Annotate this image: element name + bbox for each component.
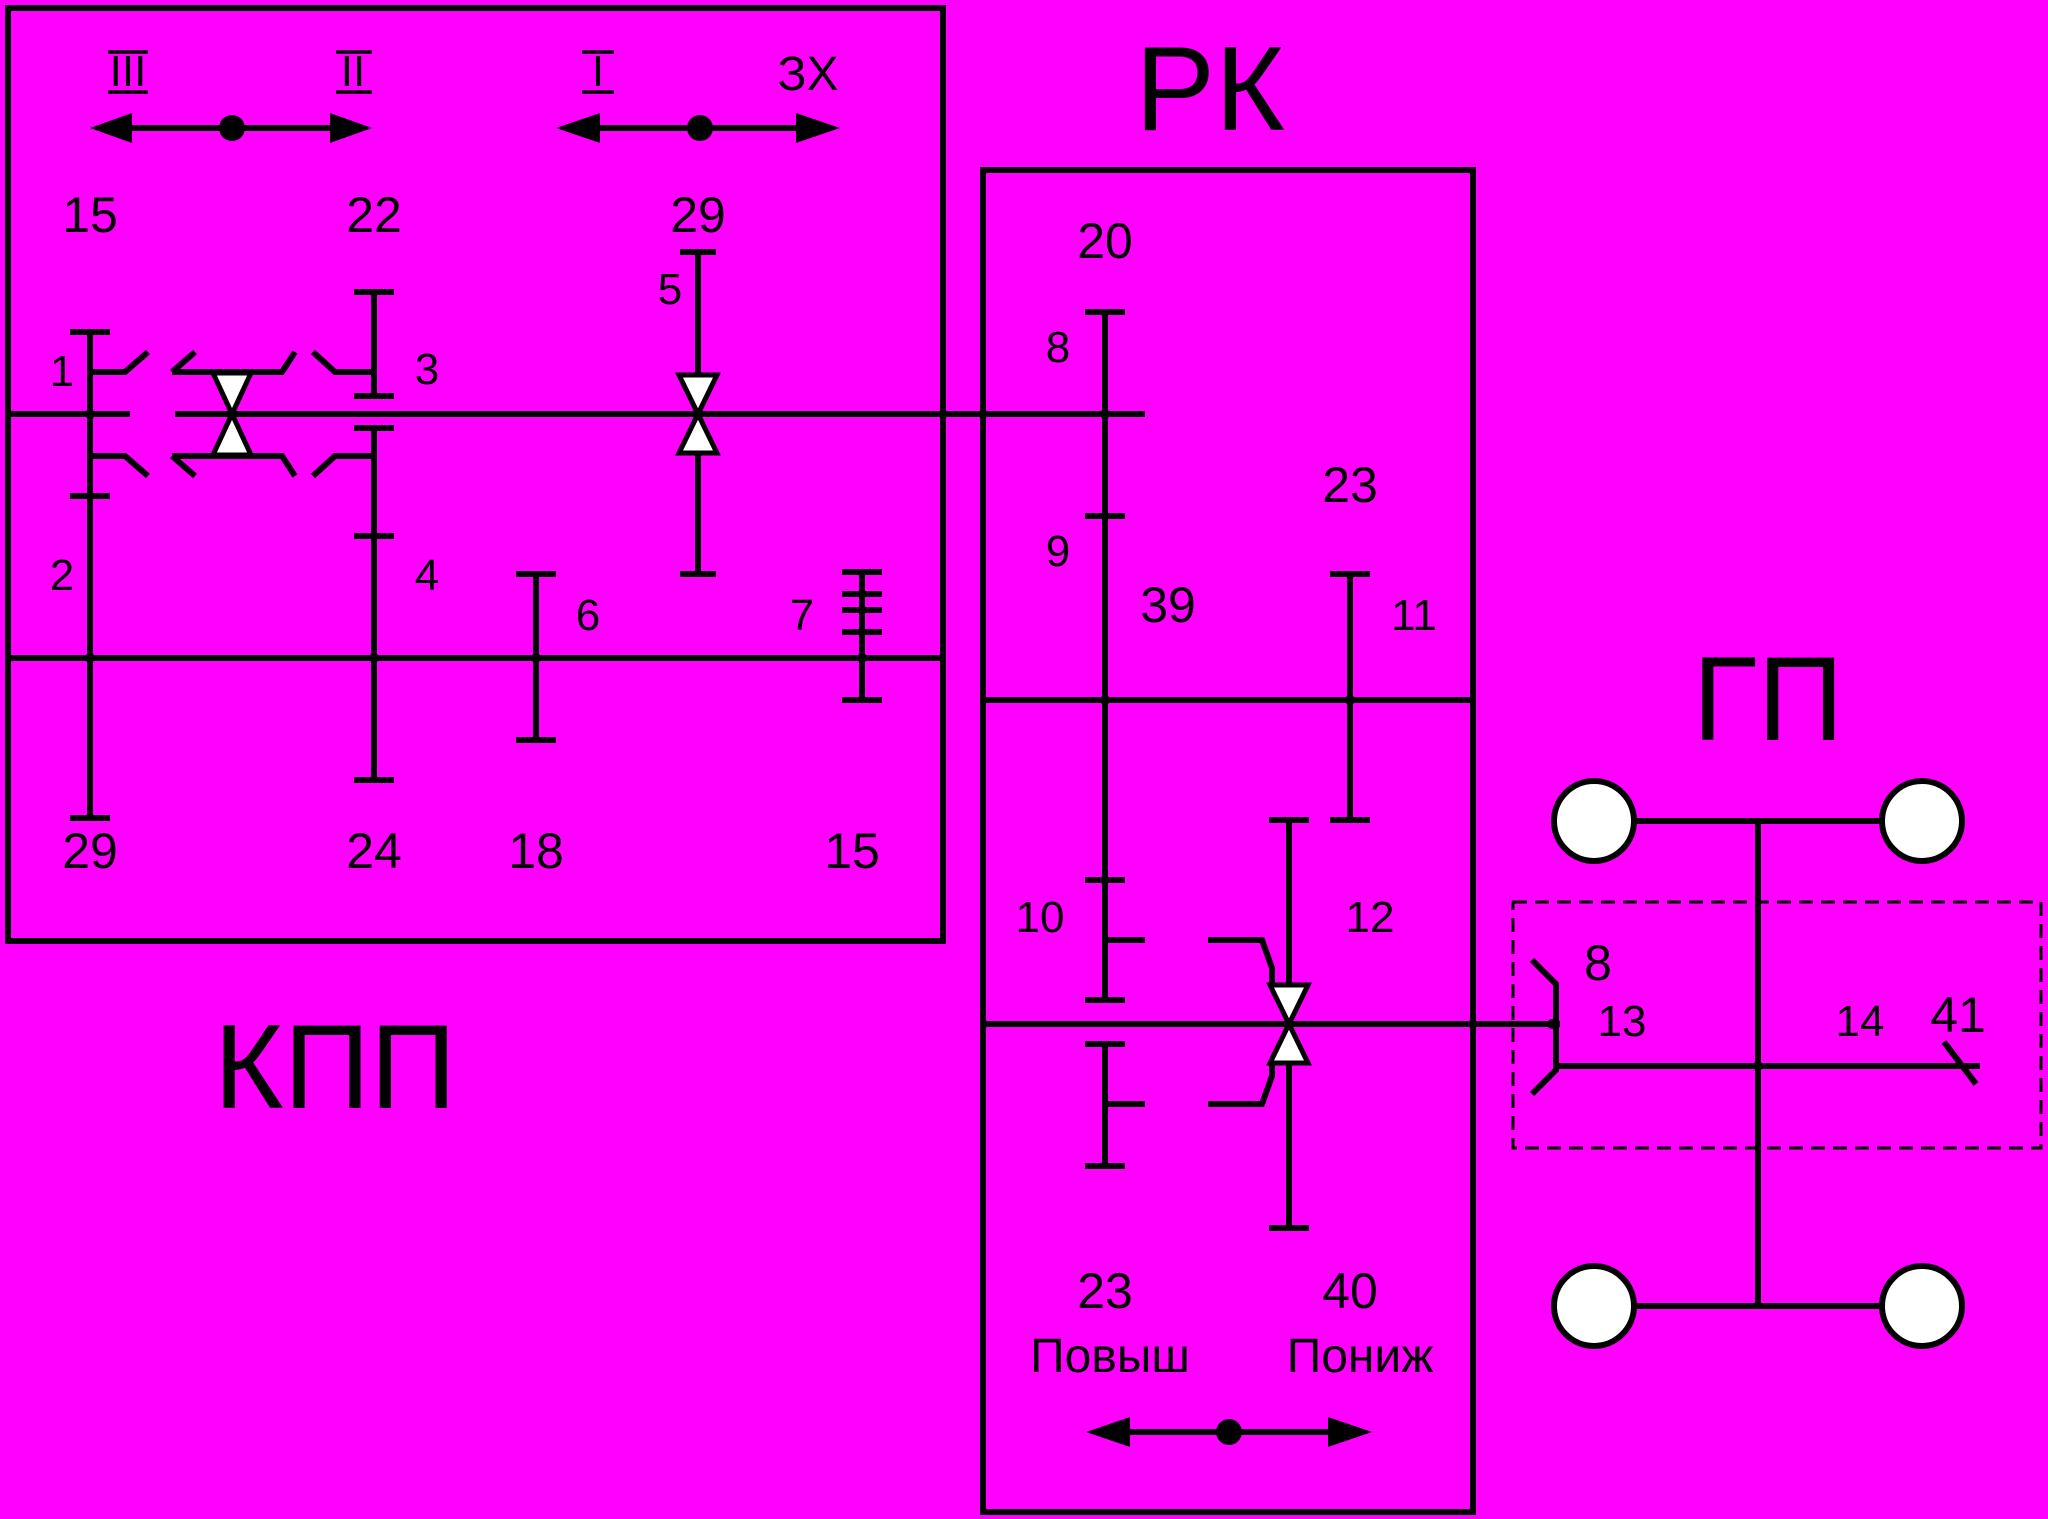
- kpp-teeth-bottom-1: 29: [62, 823, 118, 879]
- shift-arrow-1-rev: [556, 113, 840, 143]
- rk-teeth-top-1: 20: [1077, 213, 1133, 269]
- gp-teeth-1: 8: [1584, 935, 1612, 991]
- gear-7: [842, 569, 882, 703]
- final-drive-frame: [1511, 900, 2043, 1150]
- kpp-teeth-top-2: 22: [346, 187, 402, 243]
- rk-section-title: РК: [1135, 22, 1285, 156]
- rk-synchronizer: [1208, 937, 1312, 1107]
- gear-1-clutch-top: [90, 349, 150, 375]
- wheel-rear-right: [1879, 1263, 1965, 1349]
- gear-num-10: 10: [1016, 893, 1065, 942]
- gp-teeth-2: 41: [1930, 987, 1986, 1043]
- wheel-rear-left: [1551, 1263, 1637, 1349]
- shift-arrow-3-2: [90, 113, 372, 143]
- gear-num-4: 4: [415, 551, 439, 600]
- gear-num-11: 11: [1391, 591, 1437, 640]
- gear-3-clutch-top: [310, 349, 374, 375]
- kpp-teeth-bottom-2: 24: [346, 823, 402, 879]
- rk-shaft-joints: [1100, 409, 1355, 705]
- gear-num-6: 6: [576, 591, 600, 640]
- reverse-gear-label: ЗХ: [777, 48, 838, 101]
- gearbox-frame: [5, 5, 946, 944]
- bevel-gear-14: [1941, 1040, 1979, 1086]
- gear-num-7: 7: [790, 591, 814, 640]
- gear-num-1: 1: [50, 347, 74, 396]
- transfer-case-frame: [980, 167, 1476, 1515]
- rk-teeth-bottom-2: 40: [1322, 1263, 1378, 1319]
- transfer-case-rk: 20 23 39: [980, 167, 1560, 1515]
- synchronizer-3-2: [170, 349, 298, 479]
- gear-num-13: 13: [1598, 997, 1647, 1046]
- gear-num-5: 5: [658, 265, 682, 314]
- kpp-teeth-bottom-3: 18: [508, 823, 564, 879]
- synchronizer-1-rev: [675, 372, 721, 456]
- wheel-front-right: [1879, 778, 1965, 864]
- rk-teeth-top-2: 23: [1322, 457, 1378, 513]
- gear-2-label: II: [341, 47, 365, 96]
- gear-3-clutch-bottom: [310, 453, 374, 479]
- gear-num-14: 14: [1836, 997, 1885, 1046]
- gp-section-title: ГП: [1692, 632, 1843, 766]
- kpp-section-title: КПП: [214, 1000, 456, 1134]
- rk-mode-low: Пониж: [1287, 1330, 1434, 1383]
- gear-3-label: III: [110, 47, 147, 96]
- gear-num-2: 2: [50, 551, 74, 600]
- gearbox-kpp: III II I ЗХ 15 22 29: [5, 5, 1145, 944]
- kpp-shaft-joints: [85, 409, 867, 663]
- gear-1-clutch-bottom: [90, 453, 150, 479]
- gear-23-low: [1085, 1041, 1145, 1169]
- rk-mode-high: Повыш: [1030, 1330, 1190, 1383]
- kpp-teeth-bottom-4: 15: [824, 823, 880, 879]
- gear-num-8: 8: [1046, 323, 1070, 372]
- kpp-teeth-top-3: 29: [670, 187, 726, 243]
- final-drive-gp: 8 41 13 14: [1511, 778, 2043, 1349]
- gear-num-12: 12: [1346, 893, 1395, 942]
- rk-teeth-mid: 39: [1140, 577, 1196, 633]
- rk-teeth-bottom-1: 23: [1077, 1263, 1133, 1319]
- wheel-front-left: [1551, 778, 1637, 864]
- gear-num-3: 3: [415, 345, 439, 394]
- gear-num-9: 9: [1046, 527, 1070, 576]
- kpp-teeth-top-1: 15: [62, 187, 118, 243]
- gear-1-label: I: [592, 47, 604, 96]
- gp-shaft-joints: [1547, 1019, 1763, 1071]
- rk-shift-arrow: [1086, 1417, 1372, 1447]
